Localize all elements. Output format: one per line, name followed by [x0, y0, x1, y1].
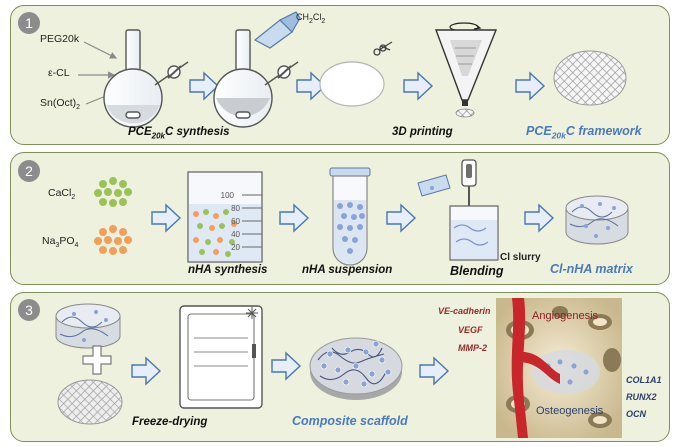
freeze-drying-caption: Freeze-drying: [132, 416, 208, 428]
arrow-2c: [386, 203, 417, 233]
reaction-flask-1: [103, 29, 189, 128]
cacl2-label: CaCl2: [48, 187, 75, 201]
arrow-1b: [296, 71, 327, 101]
reagent-cl-label: ε-CL: [48, 67, 70, 79]
step-number-3: 3: [18, 299, 40, 321]
solvent-text-1: CH: [296, 12, 309, 22]
step-number-2: 2: [18, 160, 40, 182]
na3po4-label: Na3PO4: [42, 235, 78, 249]
framework-sub: 20k: [551, 130, 566, 141]
matrix-disk: [55, 303, 121, 349]
reagent-peg-label: PEG20k: [40, 33, 80, 45]
synthesis-sub: 20k: [151, 131, 166, 141]
angiogenesis-label: Angiogenesis: [532, 310, 599, 322]
arrow-1a: [189, 71, 220, 101]
arrow-1c: [403, 71, 434, 101]
factor-mmp2: MMP-2: [458, 343, 487, 353]
beaker-ticks: 100 80 60 40 20: [221, 191, 241, 252]
blending-setup: [417, 159, 499, 261]
synthesis-suffix: C synthesis: [165, 126, 230, 138]
beaker-tick-label: 100: [221, 191, 235, 200]
na-sub: 3: [55, 242, 60, 250]
nha-suspension-caption: nHA suspension: [302, 264, 393, 276]
beaker-tick-label: 40: [231, 230, 240, 239]
cacl-sub: 2: [71, 194, 76, 202]
framework-caption: PCE20kC framework: [526, 124, 642, 141]
reagent-catalyst-label: Sn(Oct)2: [40, 97, 80, 111]
cacl2-particles: [94, 177, 132, 207]
arrow-2a: [151, 203, 182, 233]
po-text: PO: [59, 235, 75, 247]
gene-ocn: OCN: [626, 409, 646, 419]
solvent-flask: [253, 11, 301, 49]
matrix-caption: Cl-nHA matrix: [550, 262, 633, 276]
nha-synthesis-caption: nHA synthesis: [188, 264, 268, 276]
blending-caption: Blending: [450, 264, 504, 278]
cacl-text: CaCl: [48, 187, 72, 199]
freeze-dryer: [179, 305, 263, 409]
factor-vegf: VEGF: [458, 325, 483, 335]
composite-scaffold: [309, 337, 403, 400]
arrow-2d: [524, 203, 555, 233]
solvent-sub-1: 2: [309, 17, 313, 25]
na3po4-particles: [94, 225, 132, 255]
plus-icon: [82, 345, 112, 375]
arrow-1d: [515, 71, 546, 101]
test-tube: [329, 167, 371, 266]
arrow-3a: [131, 356, 162, 386]
framework-mesh-small: [57, 379, 123, 425]
arrow-2b: [279, 203, 310, 233]
bone-vessel-illustration: [496, 298, 622, 438]
framework-prefix: PCE: [526, 124, 552, 138]
beaker: [187, 171, 263, 263]
catalyst-subscript: 2: [76, 104, 81, 112]
synthesis-caption: PCE20kC synthesis: [128, 126, 230, 140]
beaker-tick-label: 60: [231, 217, 240, 226]
arrow-3b: [271, 351, 302, 381]
3d-printer-nozzle: [434, 22, 498, 118]
printing-caption: 3D printing: [392, 126, 453, 138]
step-number-1: 1: [18, 12, 40, 34]
po-sub: 4: [74, 242, 79, 250]
gene-col1a1: COL1A1: [626, 375, 662, 385]
beaker-tick-label: 80: [231, 204, 240, 213]
factor-ve-cadherin: VE-cadherin: [438, 306, 491, 316]
snowflake-icon: [246, 307, 258, 319]
arrow-3c: [419, 356, 450, 386]
pce-framework-mesh: [553, 50, 627, 106]
reaction-flask-2: [213, 29, 299, 128]
polymer-film: [319, 61, 385, 107]
solvent-text-2: Cl: [312, 12, 322, 22]
framework-suffix: C framework: [565, 124, 642, 138]
synthesis-prefix: PCE: [128, 126, 152, 138]
na-text: Na: [42, 235, 56, 247]
peg-arrow: [83, 41, 118, 59]
gene-runx2: RUNX2: [626, 392, 657, 402]
catalyst-text: Sn(Oct): [40, 97, 77, 109]
composite-caption: Composite scaffold: [292, 414, 408, 428]
cl-nha-matrix: [565, 195, 629, 245]
solvent-label: CH2Cl2: [296, 12, 325, 25]
beaker-tick-label: 20: [231, 243, 240, 252]
cl-slurry-label: Cl slurry: [500, 252, 541, 263]
solvent-sub-2: 2: [321, 17, 326, 25]
osteogenesis-label: Osteogenesis: [536, 405, 604, 417]
scissors-icon: [373, 41, 393, 56]
